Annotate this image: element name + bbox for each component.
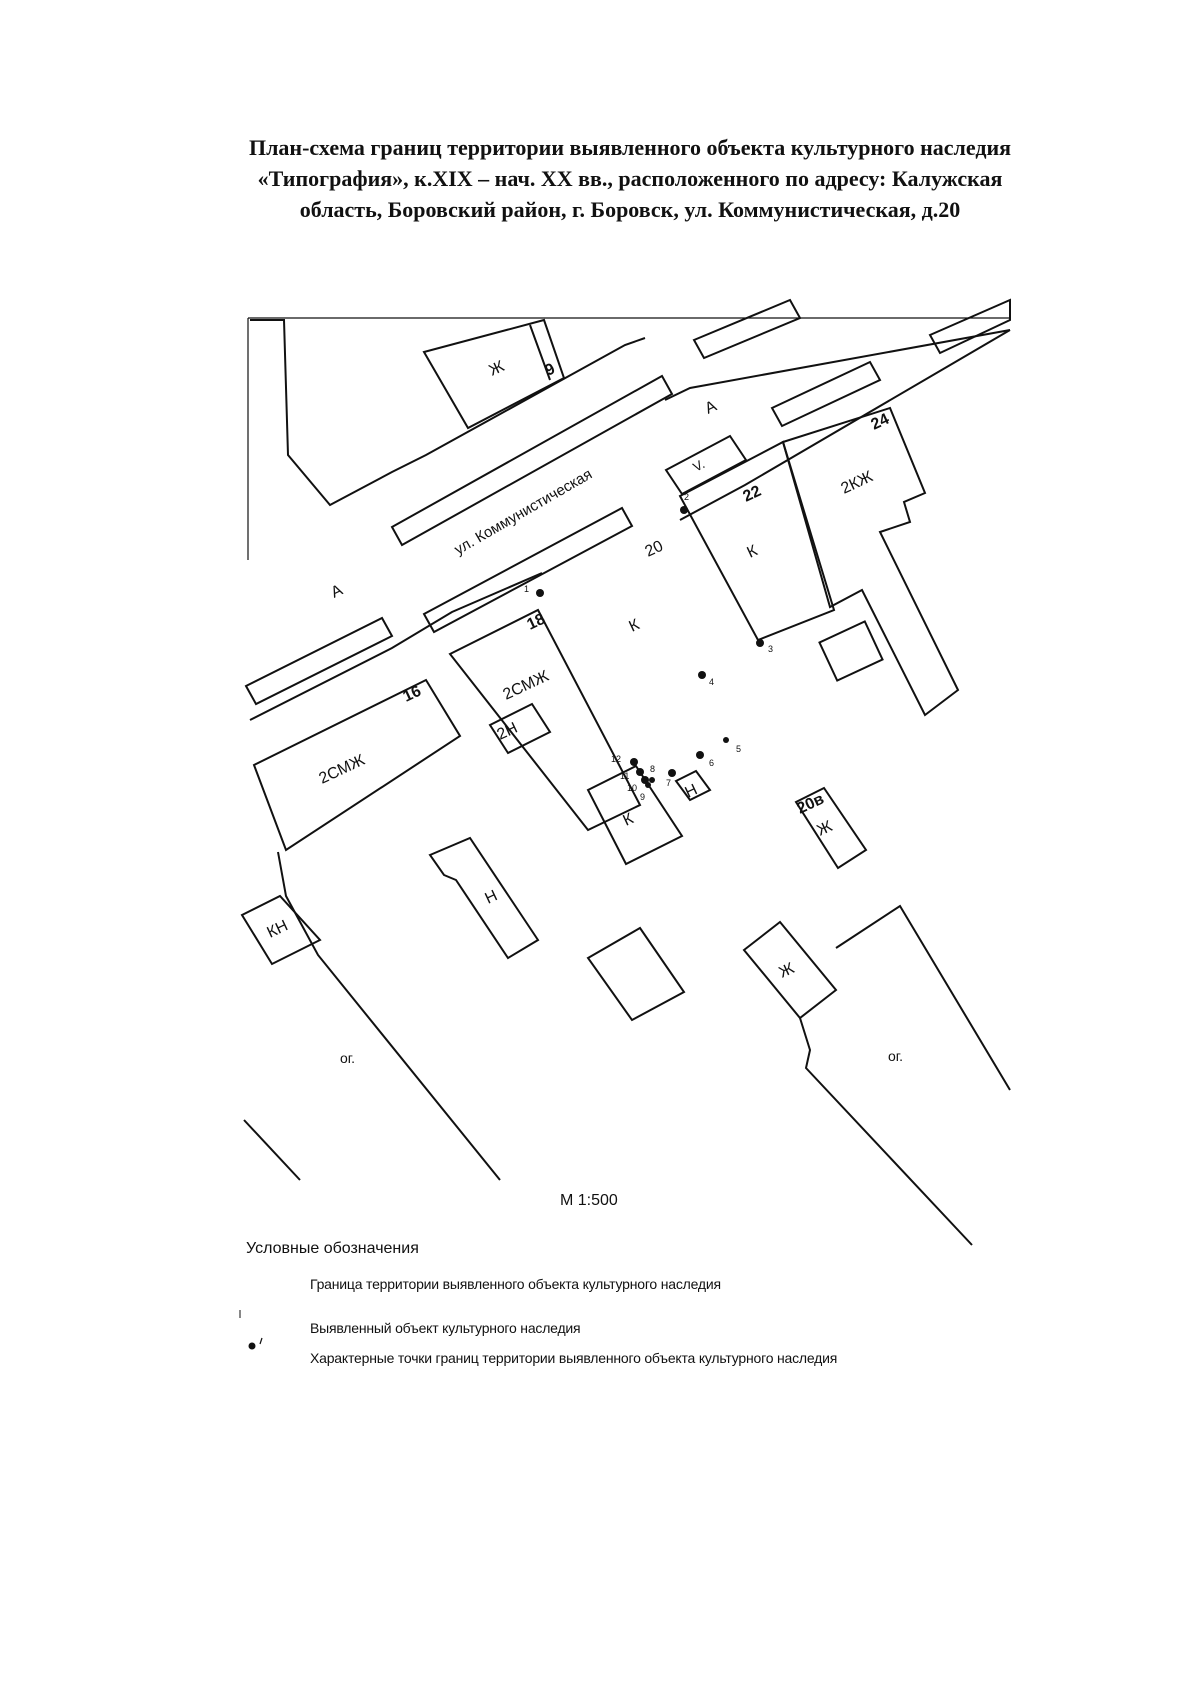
boundary-point-label-11: 11: [620, 771, 629, 781]
label-k-yard: К: [627, 616, 643, 636]
label-kn: КН: [265, 917, 291, 941]
building-kn: [240, 894, 322, 966]
street-island-6: [928, 298, 1011, 355]
title-line-2: «Типография», к.XIX – нач. XX вв., распо…: [257, 166, 1003, 191]
building-16-2smzh: [252, 678, 462, 852]
street-edge-north: [250, 319, 646, 507]
building-2n: [488, 702, 552, 755]
title-line-1: План-схема границ территории выявленного…: [248, 135, 1012, 160]
boundary-point-11: [636, 768, 644, 776]
label-2kzh: 2КЖ: [839, 468, 876, 497]
label-22: 22: [741, 483, 764, 506]
map-scale: М 1:500: [560, 1192, 618, 1209]
building-22: [678, 440, 836, 642]
boundary-point-label-2: 2: [684, 492, 689, 502]
building-zh-lower: [742, 920, 838, 1020]
street-edge-north-east: [664, 329, 1011, 401]
building-20v: [794, 786, 868, 870]
boundary-point-4: [698, 671, 706, 679]
street-island-4: [770, 360, 882, 428]
label-16: 16: [401, 683, 424, 706]
building-k-small: [586, 764, 684, 866]
label-18: 18: [525, 611, 548, 634]
legend-item-boundary: Граница территории выявленного объекта к…: [310, 1276, 721, 1292]
boundary-point-6: [696, 751, 704, 759]
label-20v: 20в: [795, 790, 827, 817]
building-9-divider: [529, 324, 551, 381]
boundary-point-label-4: 4: [709, 677, 714, 687]
street-label: ул. Коммунистическая: [452, 466, 596, 559]
label-og-left: ог.: [340, 1050, 355, 1066]
street-island-1: [390, 374, 674, 547]
building-n-long: [428, 836, 540, 960]
boundary-point-3: [756, 639, 764, 647]
label-9: 9: [543, 360, 558, 379]
legend-item-object: Выявленный объект культурного наследия: [310, 1320, 581, 1336]
label-2smzh-18: 2СМЖ: [501, 668, 552, 704]
label-og-right: ог.: [888, 1048, 903, 1064]
boundary-point-label-10: 10: [627, 783, 637, 793]
street-island-3: [244, 616, 394, 706]
label-zh-lower: Ж: [777, 960, 798, 982]
building-24-kzh: [781, 406, 960, 717]
page-title: План-схема границ территории выявленного…: [140, 132, 1120, 225]
boundary-points: [536, 506, 764, 788]
legend-item-points: Характерные точки границ территории выяв…: [310, 1350, 838, 1366]
title-line-3: область, Боровский район, г. Боровск, ул…: [299, 197, 961, 222]
label-24: 24: [869, 411, 892, 434]
boundary-point-8: [649, 777, 655, 783]
label-n-long: Н: [483, 887, 501, 907]
boundary-point-label-7: 7: [666, 778, 671, 788]
label-a-upper: А: [703, 398, 720, 418]
street-edge-south: [249, 572, 543, 721]
boundary-point-10: [641, 776, 649, 784]
building-18-2smzh: [448, 608, 642, 832]
fence-lower-mid: [799, 1017, 973, 1246]
boundary-point-label-12: 12: [611, 754, 621, 764]
building-small-east: [818, 620, 884, 682]
building-n-small: [674, 769, 712, 802]
street-island-5: [692, 298, 802, 360]
label-zh-20v: Ж: [815, 818, 836, 840]
label-n-small: Н: [683, 781, 701, 801]
boundary-point-label-6: 6: [709, 758, 714, 768]
street-island-v: [664, 434, 748, 496]
boundary-point-1: [536, 589, 544, 597]
label-20: 20: [643, 538, 666, 561]
label-k-22: К: [745, 542, 761, 562]
boundary-point-label-8: 8: [650, 764, 655, 774]
boundary-point-label-3: 3: [768, 644, 773, 654]
label-v: V.: [690, 456, 707, 474]
building-zh-9: [422, 318, 566, 430]
street-island-2: [422, 506, 634, 634]
legend-point-tick: [259, 1337, 263, 1345]
legend-point-symbol: [248, 1342, 256, 1350]
boundary-point-2: [680, 506, 688, 514]
boundary-point-label-5: 5: [736, 744, 741, 754]
fence-bottom-left: [243, 1119, 301, 1181]
label-2smzh-16: 2СМЖ: [317, 752, 368, 788]
boundary-point-5: [723, 737, 729, 743]
street-edge-south-east: [679, 329, 1011, 521]
building-square: [586, 926, 686, 1022]
boundary-point-label-1: 1: [524, 584, 529, 594]
label-a-left: А: [329, 582, 346, 602]
fence-right: [835, 904, 1011, 1091]
boundary-point-label-9: 9: [640, 792, 645, 802]
boundary-point-7: [668, 769, 676, 777]
label-zh-9: Ж: [487, 358, 508, 380]
fence-left: [277, 851, 501, 1181]
legend-title: Условные обозначения: [246, 1240, 419, 1257]
boundary-point-12: [630, 758, 638, 766]
label-k-small: К: [621, 810, 637, 830]
